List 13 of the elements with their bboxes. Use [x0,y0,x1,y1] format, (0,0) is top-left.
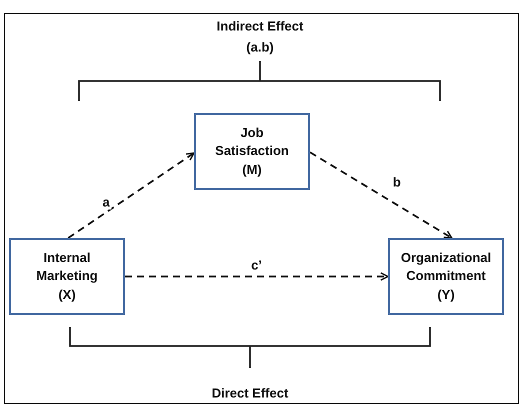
arrow [68,152,195,239]
variable-name: Internal Marketing (X) [35,249,99,304]
variable-box [388,238,504,315]
variable-box [9,238,125,315]
variable-name: Organizational Commitment (Y) [400,249,492,304]
edge-label: b [390,174,403,190]
effect-label: Direct Effect [212,386,288,400]
effect-label: (a.b) [246,40,274,54]
effect-label: Indirect Effect [216,18,304,34]
variable-box [194,113,310,190]
arrow [310,152,453,239]
variable-name: Job Satisfaction (M) [214,124,290,179]
arrow [125,272,389,281]
